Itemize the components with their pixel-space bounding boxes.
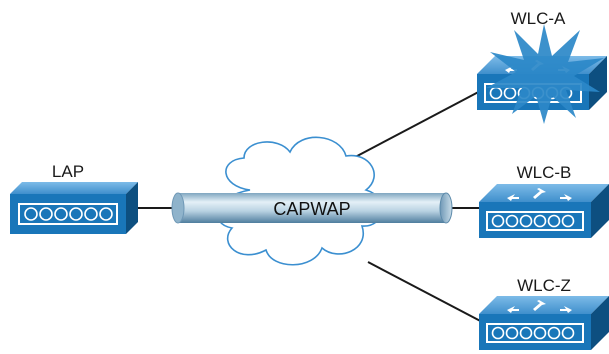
capwap-tunnel: CAPWAP: [172, 193, 452, 223]
lap-device: [10, 182, 138, 234]
wlc-z-label: WLC-Z: [517, 276, 571, 295]
lap-label: LAP: [52, 162, 84, 181]
tunnel-label: CAPWAP: [273, 199, 350, 219]
wlc-a-label: WLC-A: [511, 9, 566, 28]
link-cloud-wlc-a: [342, 88, 486, 164]
wlc-z-device: [479, 296, 609, 350]
link-cloud-wlc-z: [368, 262, 488, 325]
wlc-b-device: [479, 184, 609, 238]
wlc-b-label: WLC-B: [517, 163, 572, 182]
